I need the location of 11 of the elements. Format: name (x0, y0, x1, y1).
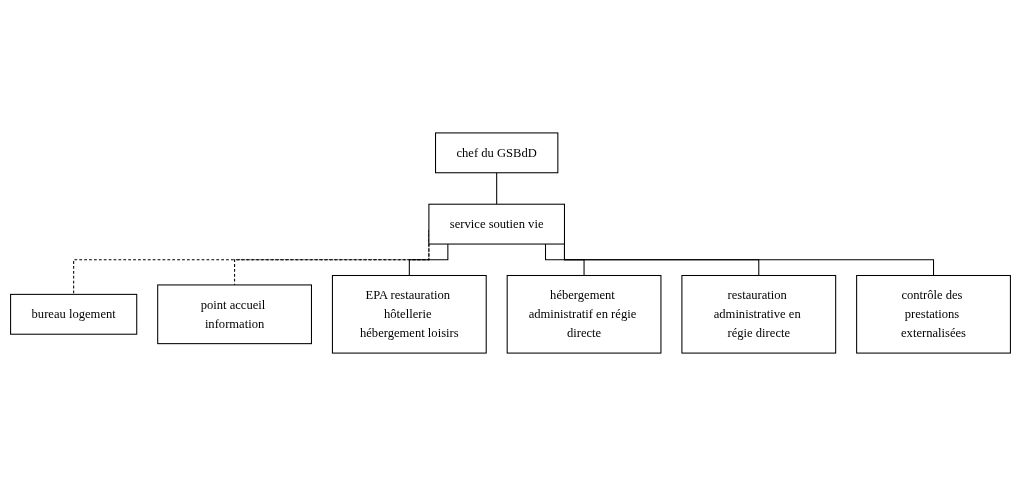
node-box: EPA restauration hôtellerie hébergement loisirs (331, 274, 487, 354)
node-box: chef du GSBdD (435, 132, 559, 174)
node-box: contrôle des prestations externalisées (856, 274, 1011, 354)
node-box: hébergement administratif en régie directe (506, 274, 662, 354)
node-box: bureau logement (10, 293, 138, 335)
node-box: restauration administrative en régie directe (681, 274, 837, 354)
node-box: point accueil information (157, 284, 312, 345)
node-box: service soutien vie (428, 203, 565, 245)
connector (408, 243, 449, 277)
connector (496, 172, 498, 205)
connector (545, 243, 585, 277)
